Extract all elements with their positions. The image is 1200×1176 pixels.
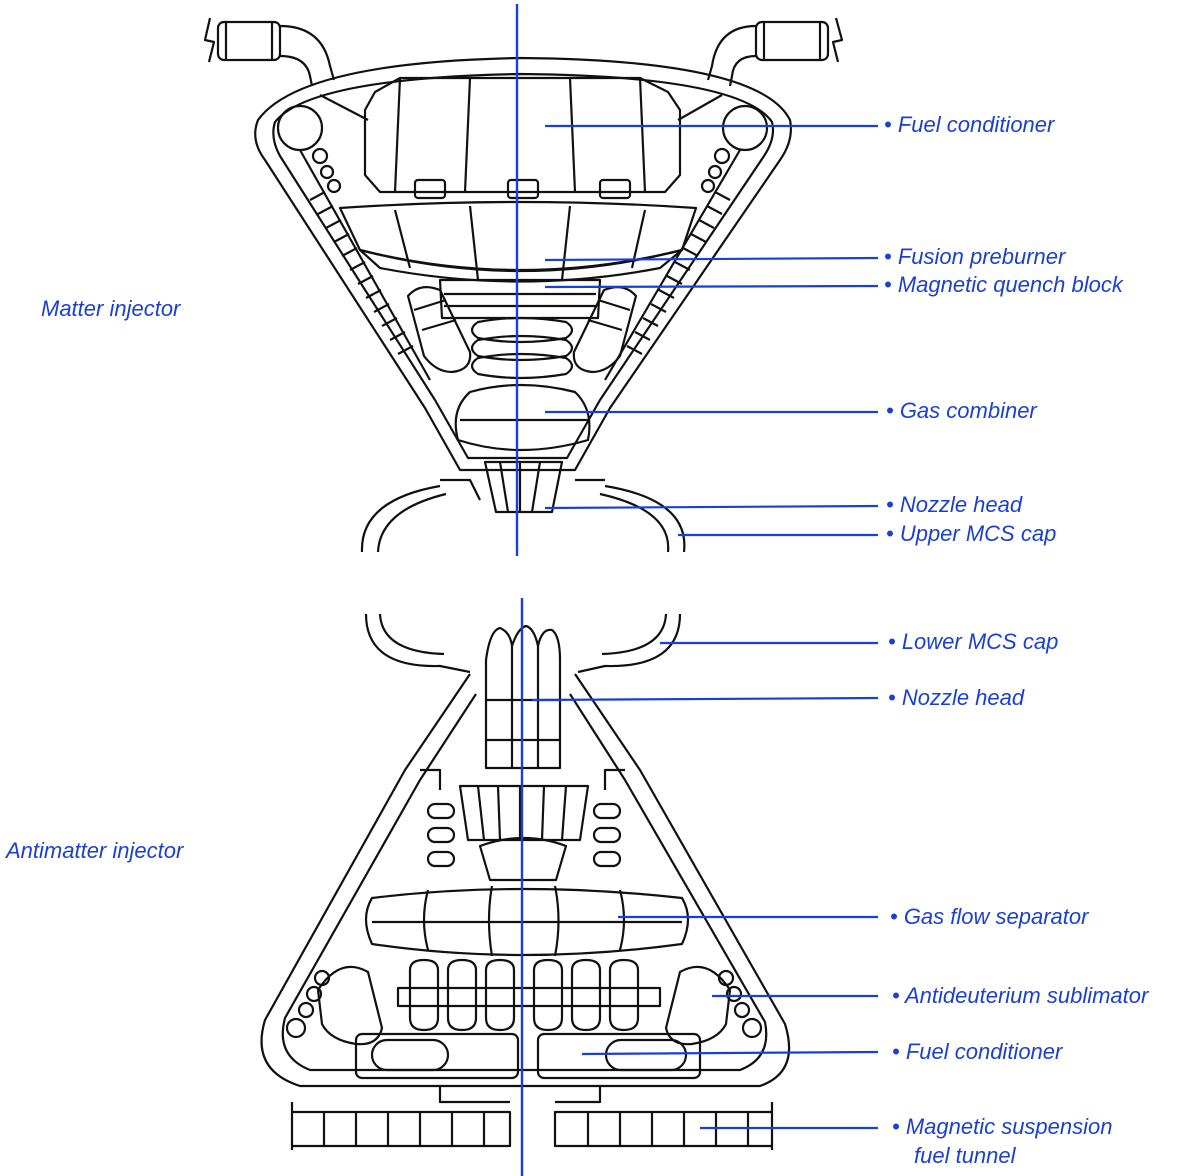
upper-mcs-cap: [360, 478, 686, 553]
label-fuel-conditioner-upper: • Fuel conditioner: [884, 112, 1055, 137]
label-nozzle-head-upper: • Nozzle head: [886, 492, 1023, 517]
nozzle-head-upper: [483, 460, 564, 514]
section-title-matter-injector: Matter injector: [41, 296, 181, 321]
leader-fuel-conditioner-lower: [581, 1050, 879, 1056]
gas-flow-separator: [364, 885, 690, 957]
label-fuel-tunnel: fuel tunnel: [914, 1143, 1016, 1168]
label-antideuterium-sublimator: • Antideuterium sublimator: [892, 983, 1149, 1008]
label-gas-flow-separator: • Gas flow separator: [890, 904, 1089, 929]
antimatter-injector-housing: [260, 673, 791, 1088]
leader-nozzle-head-upper: [544, 504, 879, 510]
bellows: [470, 316, 574, 380]
lower-mcs-cap: [364, 613, 682, 674]
leader-magnetic-quench-block: [544, 284, 879, 289]
magnetic-quench-block: [438, 278, 602, 320]
antideuterium-sublimator: [316, 958, 732, 1046]
label-fuel-conditioner-lower: • Fuel conditioner: [892, 1039, 1063, 1064]
feed-canister-left: [406, 285, 472, 374]
fuel-feed-pipe-right: [706, 17, 844, 87]
label-lower-mcs-cap: • Lower MCS cap: [888, 629, 1059, 654]
label-nozzle-head-lower: • Nozzle head: [888, 685, 1025, 710]
fuel-conditioner-upper: [319, 76, 723, 200]
section-title-antimatter-injector: Antimatter injector: [6, 838, 184, 863]
gas-combiner: [454, 383, 591, 452]
ribbed-drum: [458, 784, 590, 882]
leader-nozzle-head-lower: [531, 696, 879, 702]
label-magnetic-suspension: • Magnetic suspension: [892, 1114, 1113, 1139]
label-fusion-preburner: • Fusion preburner: [884, 244, 1066, 269]
label-upper-mcs-cap: • Upper MCS cap: [886, 521, 1057, 546]
fuel-feed-pipe-left: [203, 17, 336, 87]
fuel-conditioner-lower: [354, 1032, 702, 1080]
label-magnetic-quench-block: • Magnetic quench block: [884, 272, 1123, 297]
matter-injector-housing: [254, 56, 792, 472]
antimatter-injector-drawing: [260, 613, 791, 1150]
label-gas-combiner: • Gas combiner: [886, 398, 1037, 423]
leader-fusion-preburner: [544, 256, 879, 262]
matter-injector-drawing: [203, 17, 844, 553]
magnetic-suspension-fuel-tunnel: [290, 1086, 774, 1150]
